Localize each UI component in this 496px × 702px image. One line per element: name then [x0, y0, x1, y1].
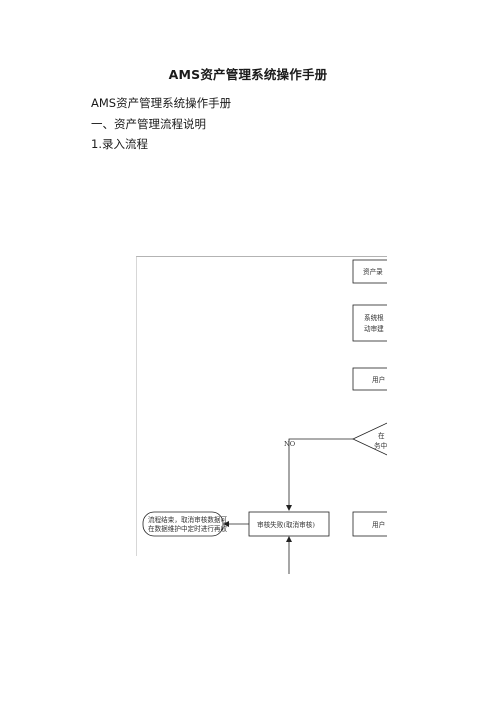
terminal-label-line1: 流程结束，取消审核数据可 — [148, 515, 228, 524]
system-label-line1: 系统根 — [364, 313, 384, 322]
user-label-1: 用户 — [372, 375, 385, 384]
no-label: NO — [284, 440, 296, 448]
terminal-label-line2: 在数据维护中定时进行再收 — [148, 524, 228, 533]
arrow-head-down-1 — [286, 505, 292, 511]
process-end-terminal — [142, 511, 224, 537]
arrow-head-left — [223, 521, 229, 527]
decision-label-line1: 在 — [378, 431, 385, 440]
user-box-1 — [352, 367, 387, 391]
document-title: AMS资产管理系统操作手册 — [168, 67, 328, 82]
decision-label-line2: 务中 — [374, 441, 387, 450]
audit-fail-label: 审核失败(取消审核) — [257, 520, 315, 529]
user-box-2 — [352, 511, 387, 537]
user-label-2: 用户 — [372, 520, 385, 529]
arrow-head-up — [286, 536, 292, 542]
decision-diamond — [352, 422, 387, 456]
system-label-line2: 动审建 — [364, 324, 384, 333]
asset-entry-label: 资产录 — [363, 267, 383, 276]
audit-fail-box — [248, 511, 330, 537]
document-heading: AMS资产管理系统操作手册 — [91, 96, 232, 110]
asset-entry-box — [352, 259, 387, 284]
section-heading: 一、资产管理流程说明 — [91, 117, 206, 131]
no-branch-connector — [288, 438, 353, 510]
system-box — [352, 304, 387, 342]
subsection-heading: 1.录入流程 — [91, 137, 148, 151]
